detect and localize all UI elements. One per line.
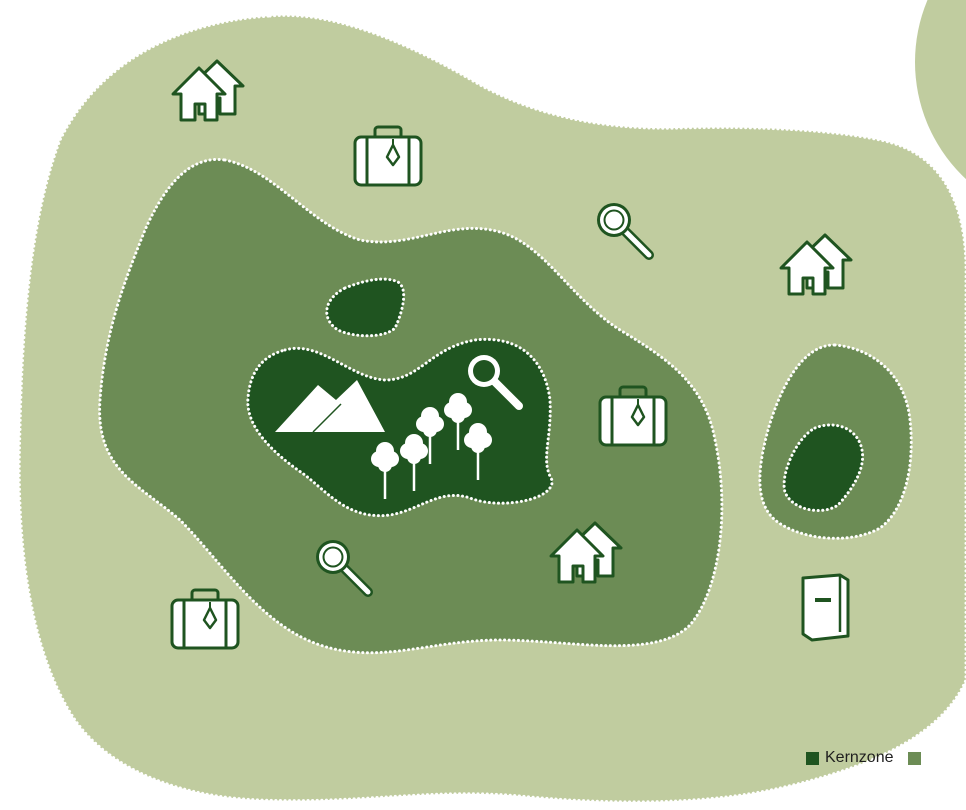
mountains-icon: [275, 380, 385, 433]
legend-swatch-core-zone: [806, 751, 819, 765]
book-icon: [801, 573, 850, 642]
core-zone-east: [782, 423, 865, 513]
suitcase-icon: [170, 588, 240, 650]
legend-swatch-buffer-zone: [907, 751, 921, 765]
legend-item-core-zone: Kernzone: [806, 749, 894, 767]
suitcase-icon: [598, 385, 668, 447]
core-zone-north: [325, 277, 406, 338]
map-legend: Kernzone: [806, 749, 941, 767]
transition-zone-east: [915, 0, 966, 180]
legend-label-core-zone: Kernzone: [825, 749, 894, 766]
legend-item-buffer-zone: [907, 751, 927, 765]
suitcase-icon: [353, 125, 423, 187]
